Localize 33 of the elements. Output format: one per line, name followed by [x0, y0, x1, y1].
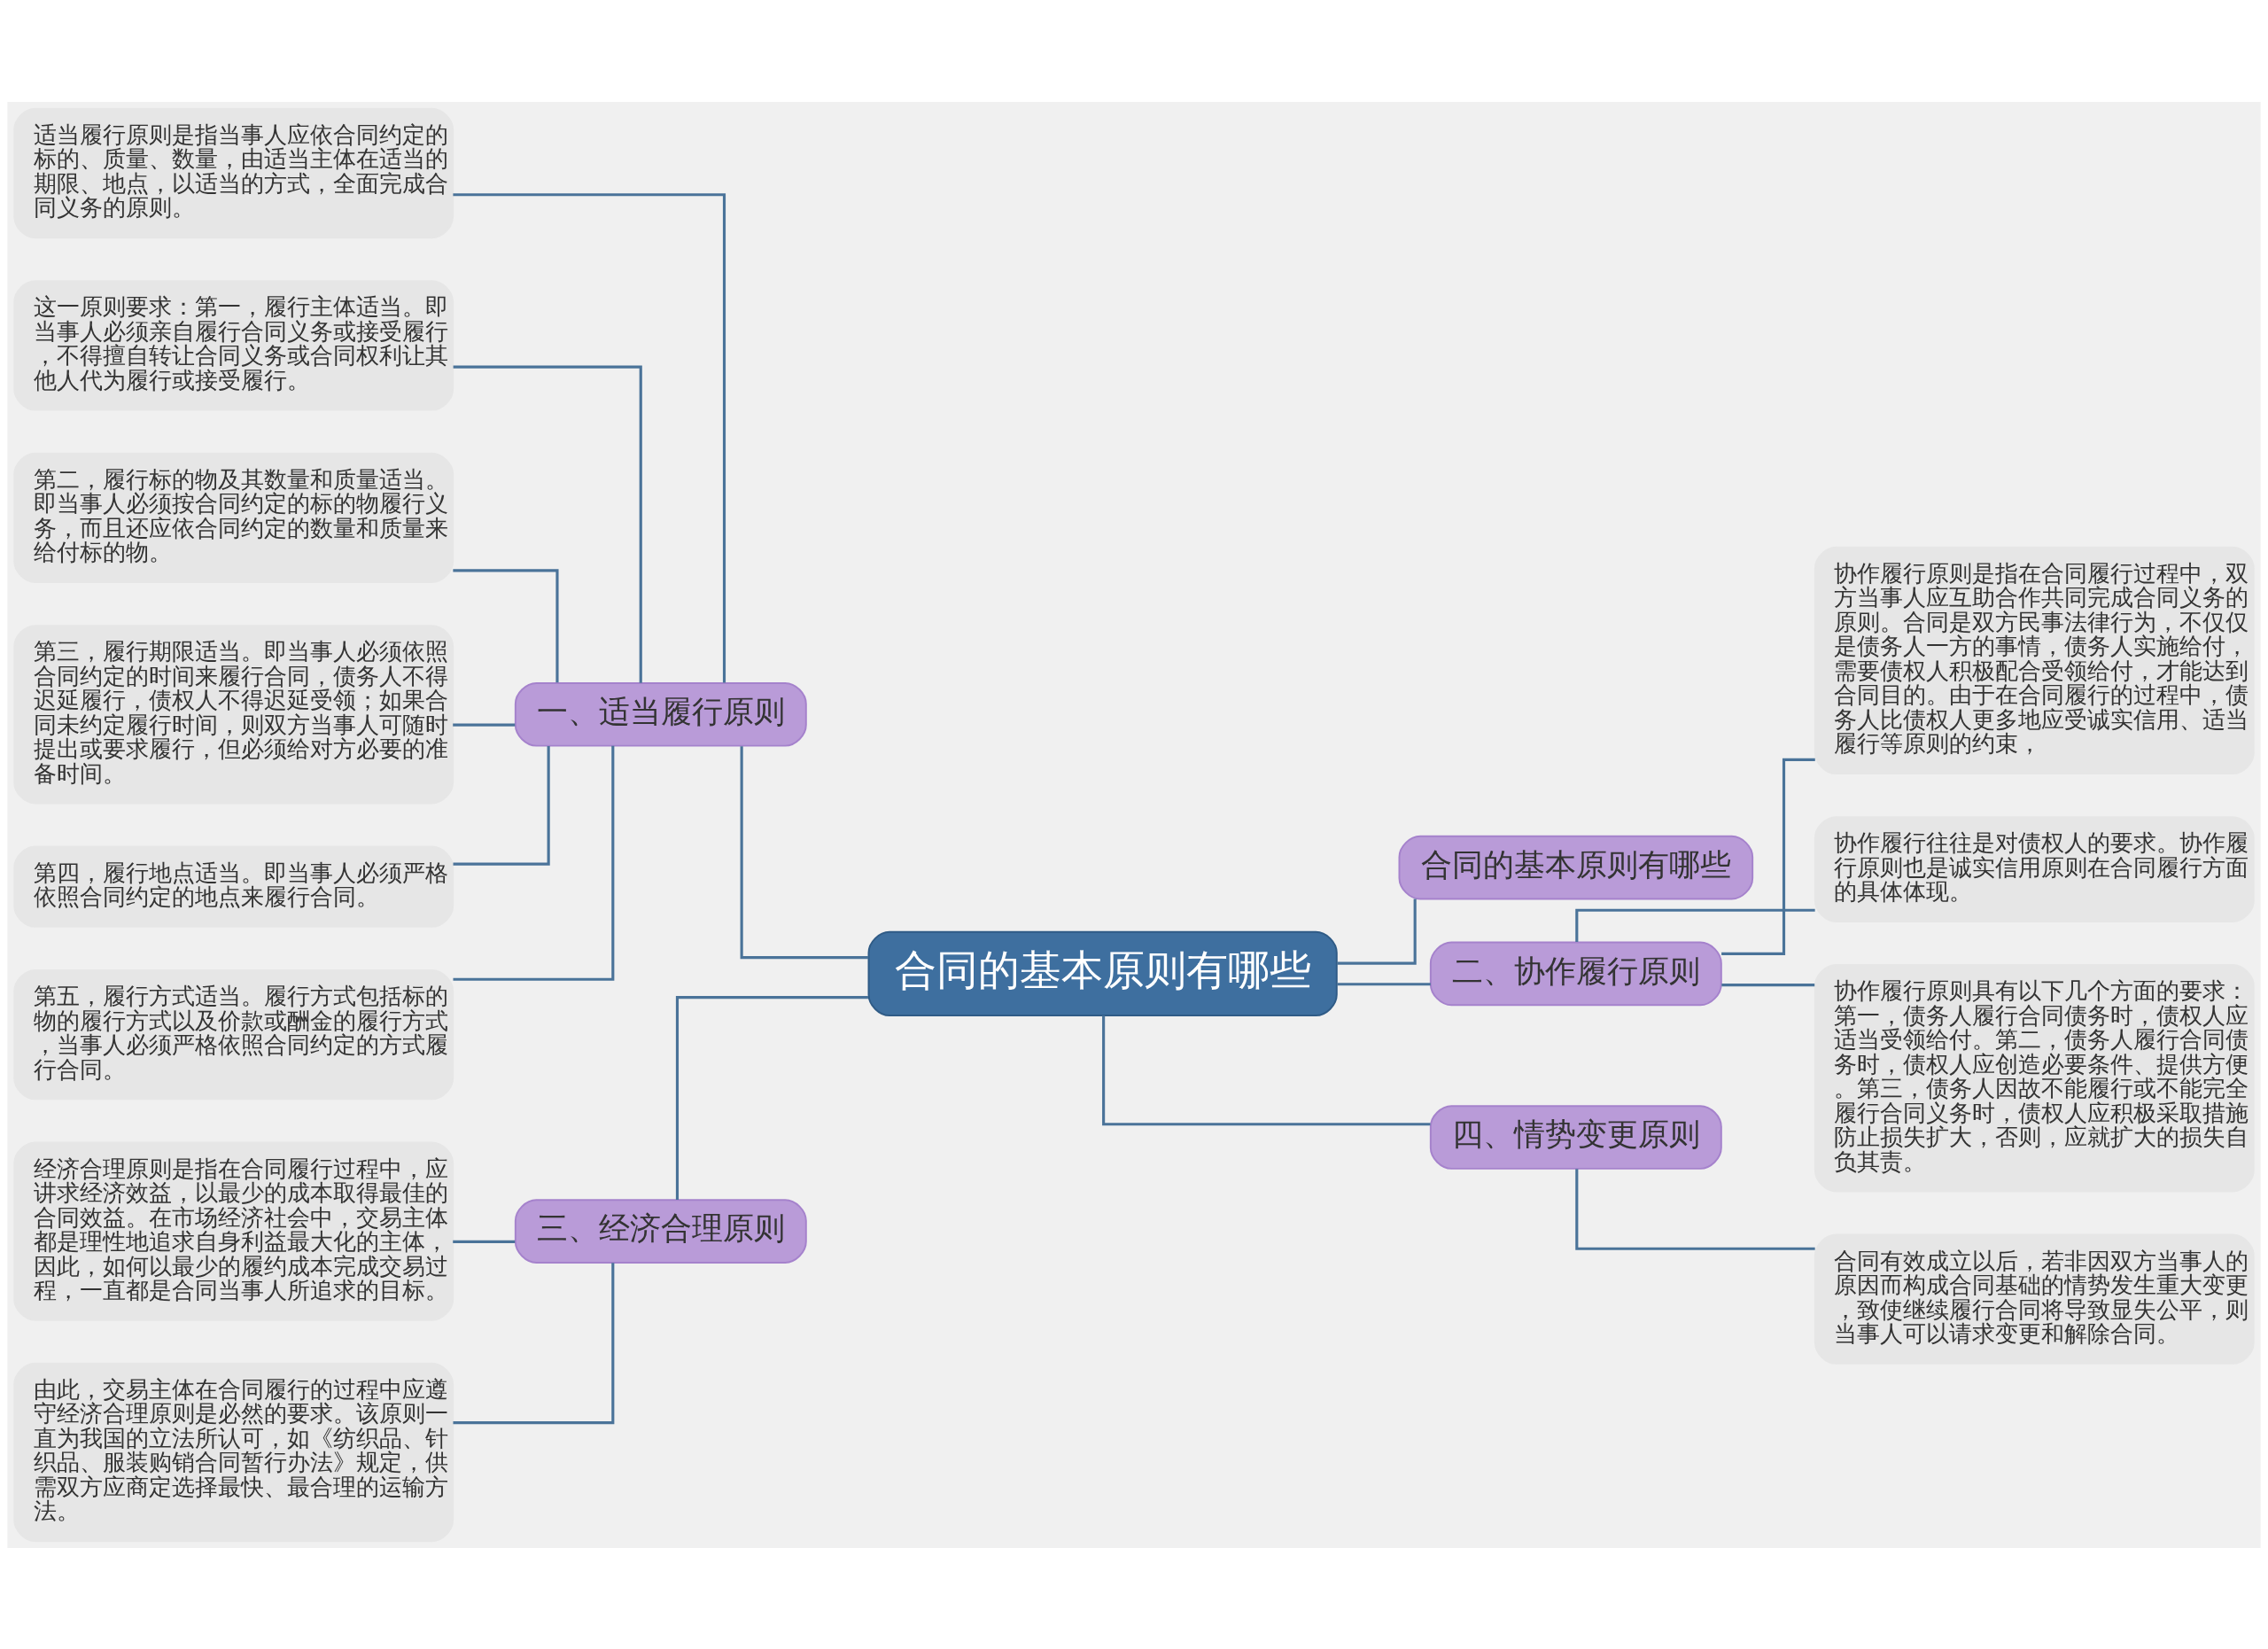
node-box: 一、适当履行原则	[514, 681, 807, 747]
node-box: 第五，履行方式适当。履行方式包括标的物的履行方式以及价款或酬金的履行方式，当事人必须严格依照合同约定的方式履行合同。	[13, 968, 454, 1100]
node-box: 合同有效成立以后，若非因双方当事人的原因而构成合同基础的情势发生重大变更，致使继续履行合同将导致显失公平，则当事人可以请求变更和解除合同。	[1814, 1233, 2255, 1365]
node-box: 第二，履行标的物及其数量和质量适当。即当事人必须按合同约定的标的物履行义务，而且还应依合同约定的数量和质量来给付标的物。	[13, 452, 454, 583]
node-box: 三、经济合理原则	[514, 1198, 807, 1264]
node-box: 协作履行往往是对债权人的要求。协作履行原则也是诚实信用原则在合同履行方面的具体体现。	[1814, 815, 2255, 922]
connector	[453, 1240, 516, 1243]
node-box: 第四，履行地点适当。即当事人必须严格依照合同约定的地点来履行合同。	[13, 845, 454, 928]
node-box: 合同的基本原则有哪些	[867, 930, 1338, 1016]
connector	[1337, 898, 1417, 965]
node-box: 第三，履行期限适当。即当事人必须依照合同约定的时间来履行合同，债务人不得迟延履行，债权人不得迟延受领；如果合同未约定履行时间，则双方当事人可随时提出或要求履行，但必须给对方必要的准备时间。	[13, 624, 454, 804]
node-box: 协作履行原则是指在合同履行过程中，双方当事人应互助合作共同完成合同义务的原则。合同是双方民事法律行为，不仅仅是债务人一方的事情，债务人实施给付，需要债权人积极配合受领给付，才能达到合同目的。由于在合同履行的过程中，债务人比债权人更多地应受诚实信用、适当履行等原则的约束，	[1814, 546, 2255, 774]
node-box: 协作履行原则具有以下几个方面的要求：第一，债务人履行合同债务时，债权人应适当受领给付。第二，债务人履行合同债务时，债权人应创造必要条件、提供方便。第三，债务人因故不能履行或不能完全履行合同义务时，债权人应积极采取措施防止损失扩大，否则，应就扩大的损失自负其责。	[1814, 963, 2255, 1192]
node-box: 合同的基本原则有哪些	[1398, 835, 1754, 899]
connector	[1575, 1168, 1815, 1250]
connector	[1721, 983, 1815, 986]
connector	[453, 745, 550, 866]
node-box: 经济合理原则是指在合同履行过程中，应讲求经济效益，以最少的成本取得最佳的合同效益。在市场经济社会中，交易主体都是理性地追求自身利益最大化的主体，因此，如何以最少的履约成本完成交易过程，一直都是合同当事人所追求的目标。	[13, 1140, 454, 1321]
node-box: 四、情势变更原则	[1429, 1104, 1722, 1170]
node-box: 二、协作履行原则	[1429, 941, 1722, 1006]
connector	[453, 365, 642, 683]
node-box: 由此，交易主体在合同履行的过程中应遵守经济合理原则是必然的要求。该原则一直为我国的立法所认可，如《纺织品、针织品、服装购销合同暂行办法》规定，供需双方应商定选择最快、最合理的运输方法。	[13, 1362, 454, 1542]
connector	[1102, 1015, 1431, 1125]
connector	[453, 192, 726, 682]
connector	[453, 1262, 615, 1424]
connector	[453, 745, 615, 981]
connector	[1337, 982, 1431, 985]
connector	[675, 995, 868, 1200]
node-box: 适当履行原则是指当事人应依合同约定的标的、质量、数量，由适当主体在适当的期限、地点，以适当的方式，全面完成合同义务的原则。	[13, 107, 454, 238]
node-box: 这一原则要求：第一，履行主体适当。即当事人必须亲自履行合同义务或接受履行，不得擅自转让合同义务或合同权利让其他人代为履行或接受履行。	[13, 279, 454, 411]
connector	[453, 723, 516, 727]
connector	[453, 568, 559, 682]
connector	[740, 745, 869, 959]
